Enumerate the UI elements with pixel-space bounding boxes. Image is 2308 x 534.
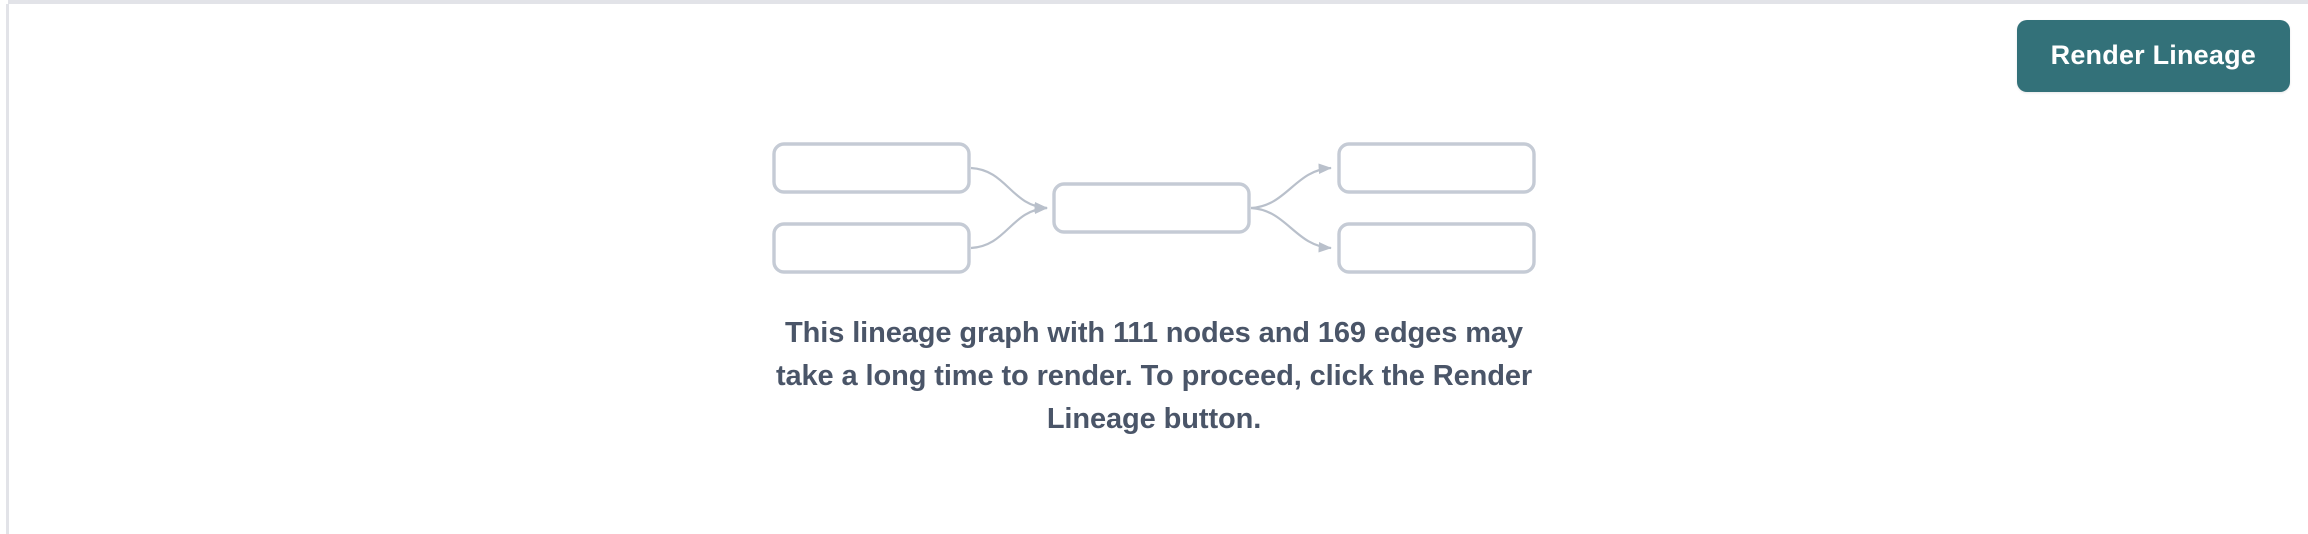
render-lineage-button[interactable]: Render Lineage: [2016, 20, 2290, 92]
panel-top-divider: [8, 0, 2308, 4]
lineage-edge-group: [970, 163, 1332, 253]
lineage-graph-placeholder-illustration: [772, 142, 1536, 274]
lineage-node-group: [772, 142, 1536, 274]
edge-upstream-2-to-focus: [970, 203, 1048, 250]
lineage-action-bar: Render Lineage: [0, 4, 2308, 108]
lineage-node-downstream-2: [1337, 222, 1536, 274]
lineage-node-focus: [1052, 182, 1251, 234]
edge-focus-to-downstream-2: [1250, 206, 1332, 253]
edge-focus-to-downstream-1: [1250, 163, 1332, 210]
edge-upstream-1-to-focus: [970, 166, 1048, 213]
lineage-node-upstream-1: [772, 142, 971, 194]
lineage-empty-state: This lineage graph with 111 nodes and 16…: [0, 108, 2308, 441]
lineage-empty-state-message: This lineage graph with 111 nodes and 16…: [775, 317, 1533, 435]
lineage-node-downstream-1: [1337, 142, 1536, 194]
panel-left-divider: [6, 4, 9, 534]
lineage-node-upstream-2: [772, 222, 971, 274]
